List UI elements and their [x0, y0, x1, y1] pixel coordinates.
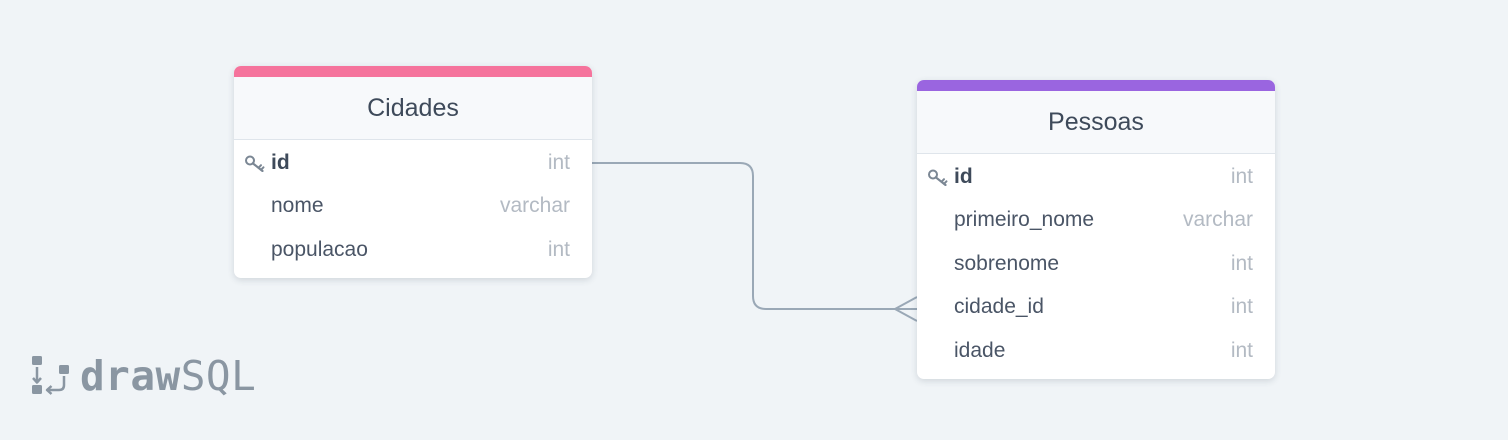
table-color-bar: [234, 66, 592, 77]
column-name: cidade_id: [954, 295, 1044, 319]
table-title[interactable]: Pessoas: [917, 91, 1275, 154]
column-name: populacao: [271, 237, 368, 261]
drawsql-logo[interactable]: drawSQL: [30, 354, 256, 398]
table-pessoas[interactable]: Pessoas id int primeiro_nome varchar sob…: [917, 80, 1275, 379]
table-title[interactable]: Cidades: [234, 77, 592, 140]
column-row-nome[interactable]: nome varchar: [234, 185, 592, 229]
table-columns: id int primeiro_nome varchar sobrenome i…: [917, 154, 1275, 379]
column-row-primeiro-nome[interactable]: primeiro_nome varchar: [917, 199, 1275, 243]
column-row-cidade-id[interactable]: cidade_id int: [917, 286, 1275, 330]
table-cidades[interactable]: Cidades id int nome varchar populacao in…: [234, 66, 592, 278]
column-row-idade[interactable]: idade int: [917, 329, 1275, 373]
column-name: idade: [954, 338, 1006, 362]
column-row-populacao[interactable]: populacao int: [234, 228, 592, 272]
column-type: int: [1230, 338, 1253, 362]
column-name: id: [271, 150, 290, 174]
logo-text: drawSQL: [80, 355, 256, 397]
column-type: int: [1230, 295, 1253, 319]
column-type: int: [1230, 251, 1253, 275]
relationship-line[interactable]: [592, 162, 917, 310]
table-color-bar: [917, 80, 1275, 91]
drawsql-logo-icon: [32, 356, 69, 395]
column-name: id: [954, 164, 973, 188]
column-type: varchar: [499, 194, 570, 218]
column-type: int: [1230, 164, 1253, 188]
column-type: varchar: [1182, 208, 1253, 232]
crows-foot-marker: [894, 296, 918, 322]
column-row-id[interactable]: id int: [234, 141, 592, 185]
logo-text-sql: SQL: [180, 351, 257, 400]
column-name: sobrenome: [954, 251, 1060, 275]
column-name: primeiro_nome: [954, 208, 1095, 232]
table-columns: id int nome varchar populacao int: [234, 140, 592, 278]
column-type: int: [547, 150, 570, 174]
column-row-sobrenome[interactable]: sobrenome int: [917, 242, 1275, 286]
column-row-id[interactable]: id int: [917, 155, 1275, 199]
logo-text-draw: draw: [80, 351, 181, 400]
column-type: int: [547, 237, 570, 261]
column-name: nome: [271, 194, 324, 218]
primary-key-icon: [927, 167, 954, 187]
primary-key-icon: [244, 153, 271, 173]
